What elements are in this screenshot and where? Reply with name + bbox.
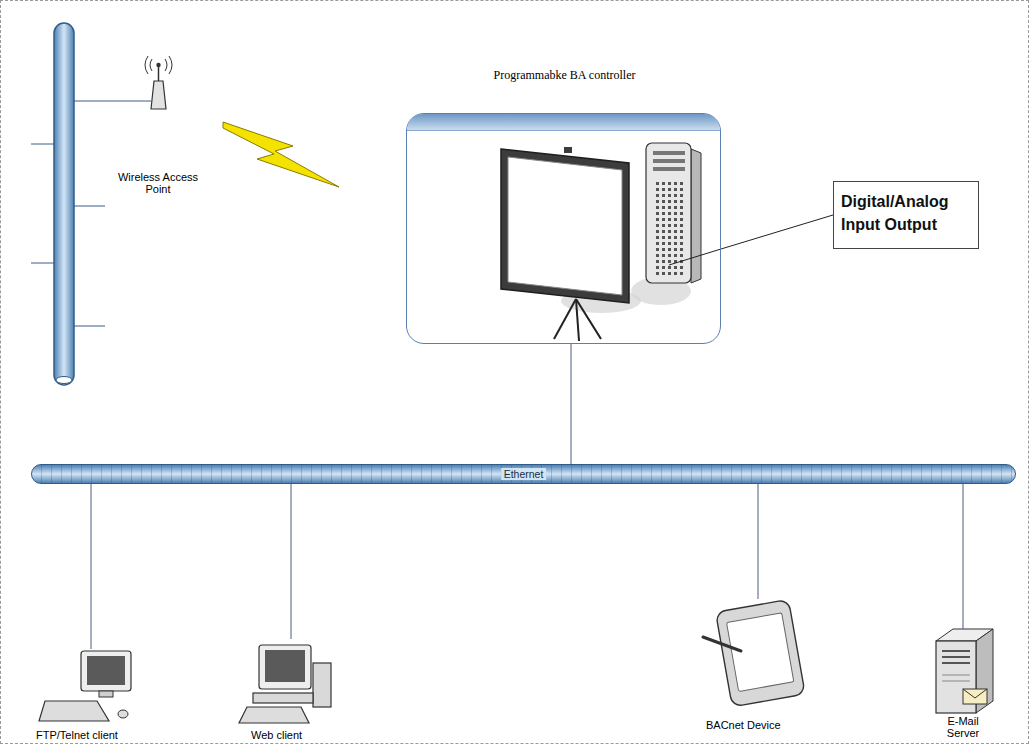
device-label: BACnet Device — [706, 719, 781, 731]
stylus — [703, 637, 741, 651]
ftp-telnet-client: FTP/Telnet client — [31, 649, 161, 743]
bacnet-device: BACnet Device — [696, 599, 821, 733]
controller-box: Programmabke BA controller — [406, 113, 721, 344]
device-label: Web client — [251, 729, 302, 741]
access-point-icon — [145, 56, 172, 109]
header-band — [407, 114, 720, 131]
ethernet-bus: Ethernet — [31, 464, 1016, 484]
pc-icon — [39, 651, 131, 721]
network-drop — [91, 484, 92, 649]
device-label: E-Mail Server — [933, 715, 993, 739]
device-label: FTP/Telnet client — [36, 729, 118, 741]
leader-line — [721, 215, 833, 249]
controller-heading: Programmabke BA controller — [407, 68, 722, 82]
controller-illustration — [501, 143, 721, 341]
tablet-icon — [716, 599, 806, 706]
callout-text: Digital/Analog Input Output — [841, 190, 972, 236]
network-drop — [963, 484, 964, 629]
network-drop — [571, 344, 572, 464]
backbone-pipe — [31, 23, 151, 385]
email-server: E-Mail Server — [916, 629, 1016, 741]
web-client: Web client — [236, 639, 346, 743]
pc-icon — [239, 645, 331, 723]
network-drop — [291, 484, 292, 639]
server-icon — [936, 629, 993, 713]
network-drop — [758, 484, 759, 599]
device-label: Wireless Access Point — [108, 171, 208, 195]
access-point-node: Wireless Access Point — [106, 59, 211, 199]
bus-label: Ethernet — [501, 468, 547, 480]
io-callout-box: Digital/Analog Input Output — [833, 181, 979, 249]
wireless-bolt — [223, 122, 339, 187]
